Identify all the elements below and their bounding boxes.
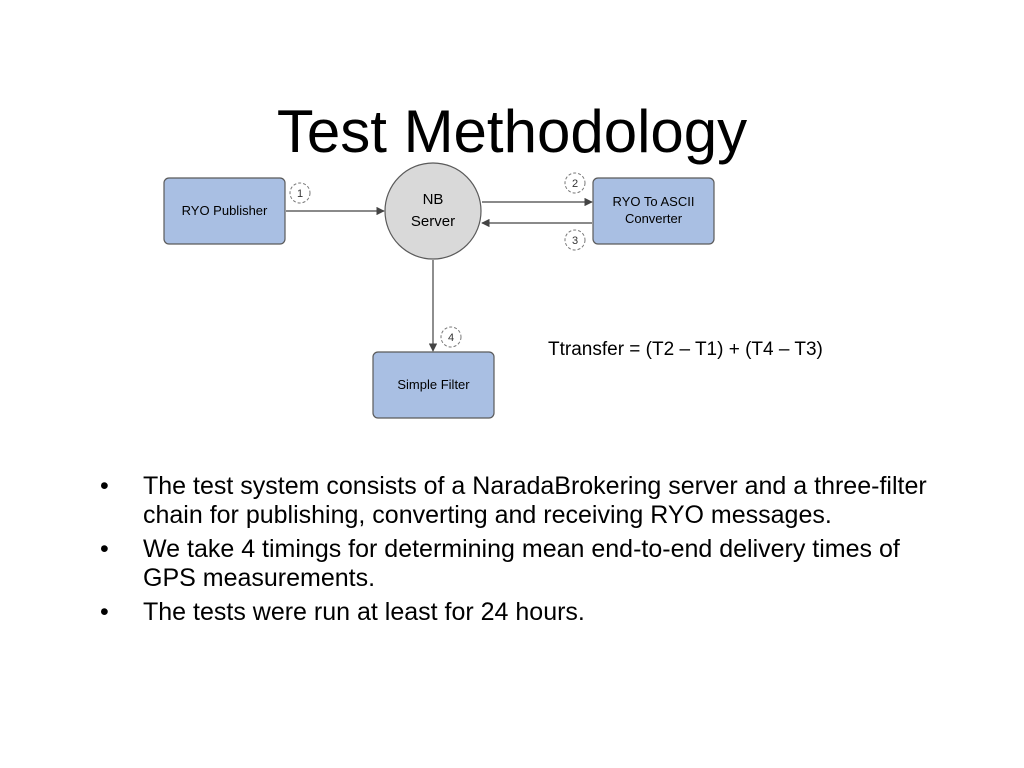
step-marker-2: 2 <box>564 172 586 194</box>
architecture-diagram: RYO Publisher NB Server RYO To ASCII Con… <box>163 162 715 419</box>
bullet-text: The test system consists of a NaradaBrok… <box>143 472 927 529</box>
step-marker-3: 3 <box>564 229 586 251</box>
node-converter-label-line1: RYO To ASCII <box>613 194 695 209</box>
node-ryo-publisher: RYO Publisher <box>163 177 286 245</box>
node-ryo-publisher-label: RYO Publisher <box>182 203 268 218</box>
node-nb-server-label-line2: Server <box>411 213 455 230</box>
bullet-marker: • <box>100 472 109 500</box>
bullet-item: • The tests were run at least for 24 hou… <box>100 598 930 627</box>
bullet-marker: • <box>100 598 109 626</box>
bullet-list: • The test system consists of a NaradaBr… <box>100 472 930 632</box>
step-marker-1-label: 1 <box>297 188 303 200</box>
step-marker-4-label: 4 <box>448 332 454 344</box>
transfer-time-formula: Ttransfer = (T2 – T1) + (T4 – T3) <box>548 339 823 360</box>
bullet-text: We take 4 timings for determining mean e… <box>143 535 900 592</box>
bullet-item: • We take 4 timings for determining mean… <box>100 535 930 593</box>
node-simple-filter-label: Simple Filter <box>397 377 470 392</box>
node-simple-filter: Simple Filter <box>372 351 495 419</box>
node-nb-server-label-line1: NB <box>423 191 444 208</box>
node-nb-server: NB Server <box>384 162 482 260</box>
bullet-text: The tests were run at least for 24 hours… <box>143 598 585 626</box>
node-converter-label-line2: Converter <box>625 211 683 226</box>
step-marker-4: 4 <box>440 326 462 348</box>
step-marker-1: 1 <box>289 182 311 204</box>
node-ryo-to-ascii-converter: RYO To ASCII Converter <box>592 177 715 245</box>
bullet-item: • The test system consists of a NaradaBr… <box>100 472 930 530</box>
step-marker-3-label: 3 <box>572 235 578 247</box>
slide-title: Test Methodology <box>276 98 748 165</box>
step-marker-2-label: 2 <box>572 178 578 190</box>
bullet-marker: • <box>100 535 109 563</box>
